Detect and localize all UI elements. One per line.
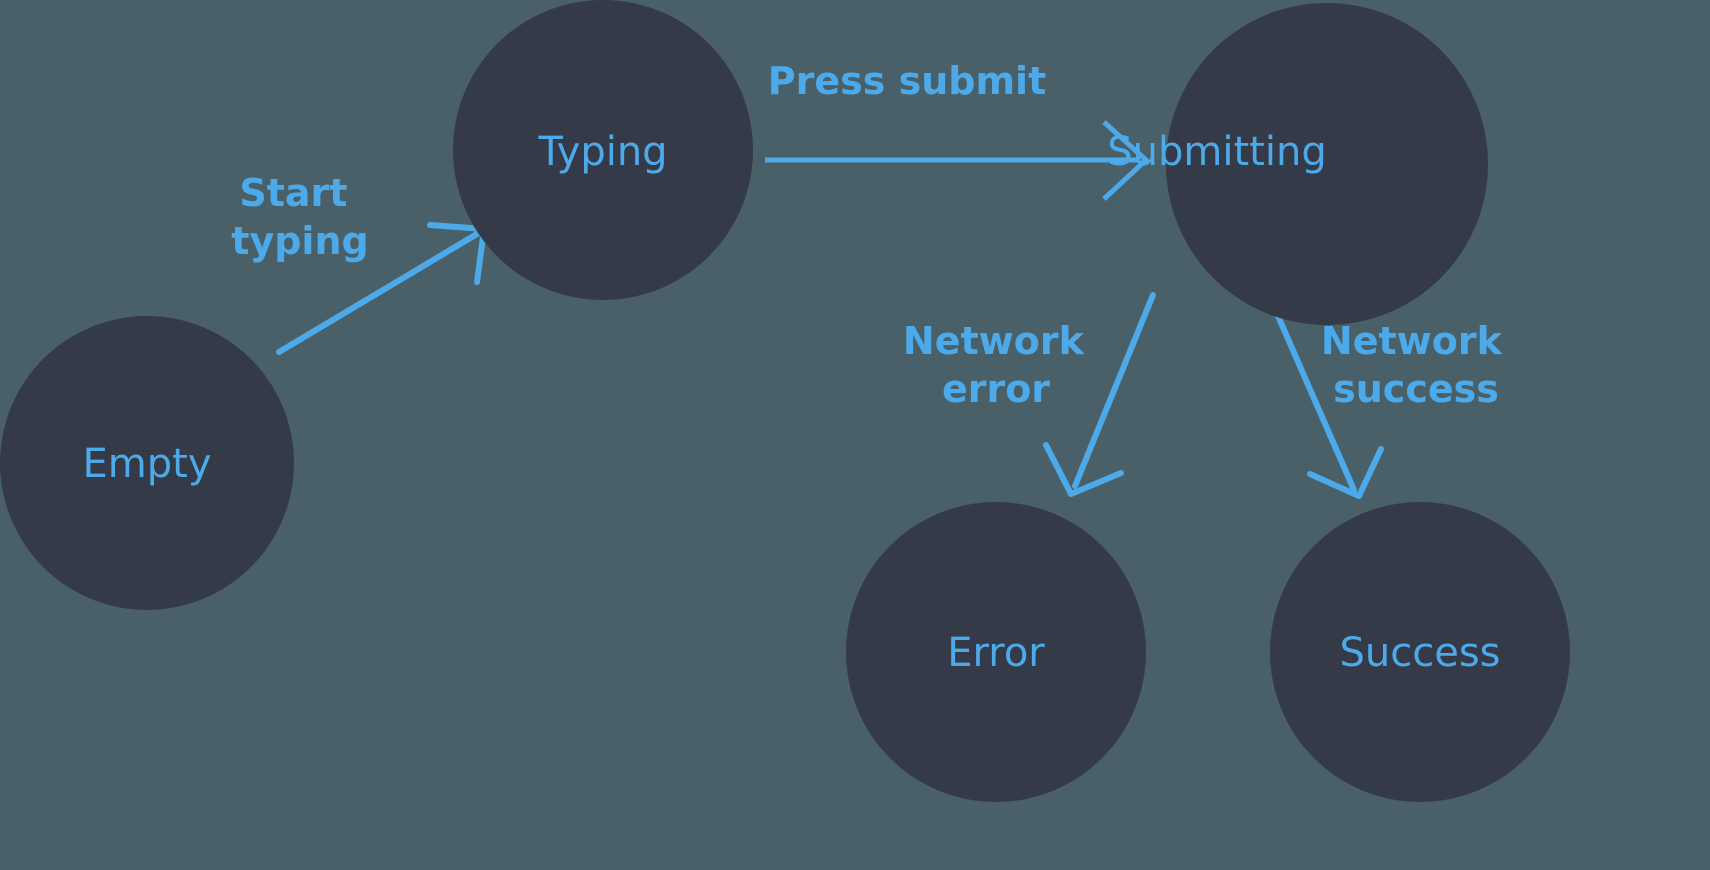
edge-line-network-error [1072, 292, 1156, 489]
state-node-success-circle[interactable] [1270, 502, 1570, 802]
transition-label-press-submit: Press submit [768, 59, 1047, 103]
state-node-error[interactable]: Error [846, 502, 1146, 802]
transition-label-network-error: Network error [903, 319, 1097, 411]
edge-arrowhead-network-error [1043, 442, 1124, 497]
state-node-error-label: Error [947, 630, 1045, 676]
state-node-typing-label: Typing [537, 129, 667, 175]
transition-network-error [1043, 292, 1156, 497]
transition-label-network-success: Network success [1321, 319, 1515, 411]
state-node-error-circle[interactable] [846, 502, 1146, 802]
transition-press-submit [765, 120, 1150, 201]
state-node-success[interactable]: Success [1270, 502, 1570, 802]
edge-line-start-typing [276, 228, 485, 355]
transition-label-start-typing: Start typing [231, 171, 368, 263]
state-node-submitting-circle[interactable] [1166, 3, 1488, 325]
state-node-typing[interactable]: Typing [453, 0, 753, 300]
state-node-success-label: Success [1339, 630, 1500, 676]
state-node-empty[interactable]: Empty [0, 316, 294, 610]
transition-network-success [1268, 297, 1384, 499]
state-node-submitting[interactable]: Submitting [1107, 3, 1488, 325]
state-node-empty-circle[interactable] [0, 316, 294, 610]
edge-line-network-success [1268, 297, 1357, 493]
edge-arrowhead-press-submit [1102, 120, 1150, 201]
state-node-typing-circle[interactable] [453, 0, 753, 300]
edge-arrowhead-network-success [1307, 446, 1384, 499]
state-node-empty-label: Empty [83, 441, 212, 487]
state-node-submitting-label: Submitting [1107, 129, 1326, 175]
